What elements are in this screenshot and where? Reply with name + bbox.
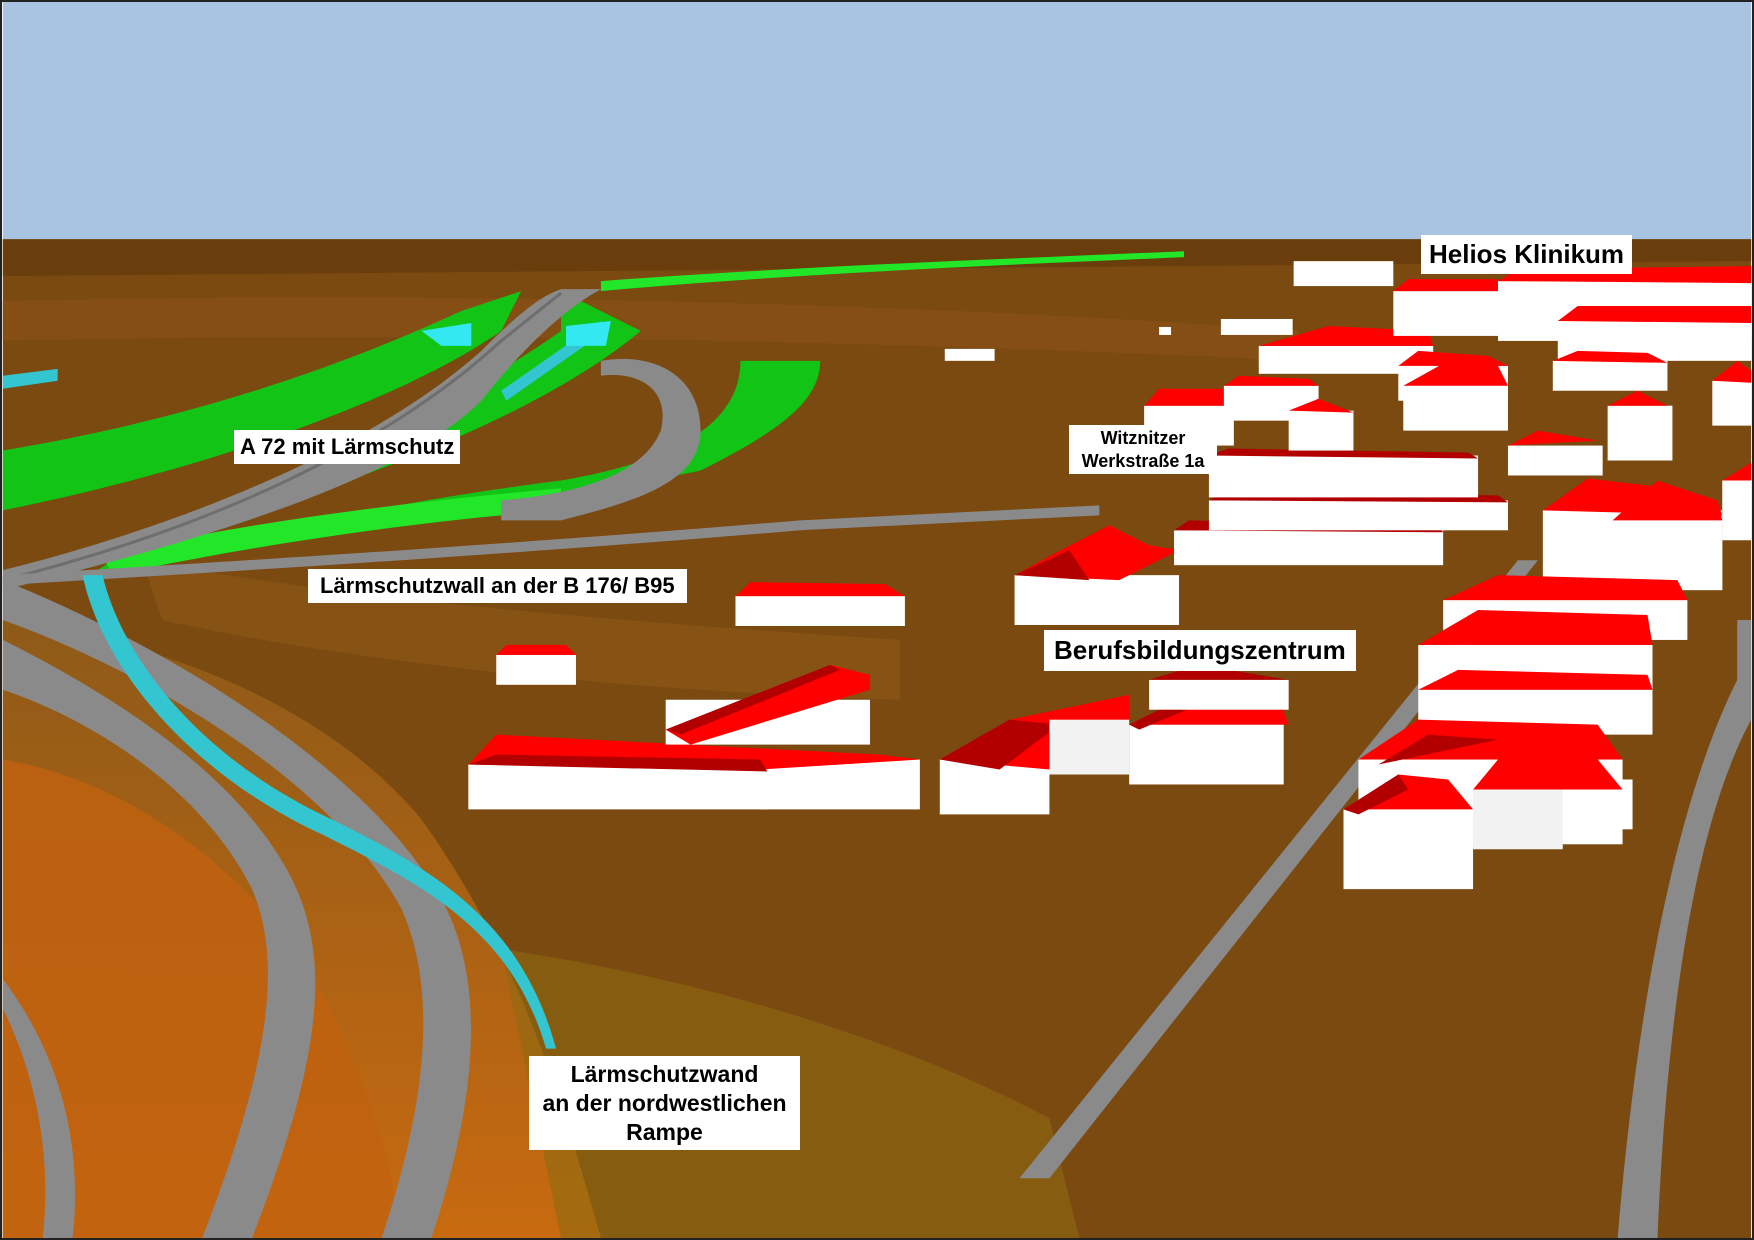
- a72-embankment-left: [2, 291, 522, 511]
- noise-wall-marker-2: [566, 320, 611, 346]
- road-diagonal: [1019, 560, 1538, 1179]
- noise-wall-marker-1: [421, 322, 472, 346]
- buildings: [468, 261, 1752, 890]
- label-helios-klinikum: Helios Klinikum: [1421, 235, 1633, 274]
- b176-road: [2, 505, 1100, 586]
- ramp-road: [501, 358, 701, 521]
- label-berufsbildungszentrum: Berufsbildungszentrum: [1044, 630, 1356, 671]
- green-strip-far: [600, 251, 1185, 292]
- label-laermschutzwand-rampe: Lärmschutzwand an der nordwestlichen Ram…: [529, 1056, 800, 1151]
- road-west-1: [2, 639, 316, 1238]
- terrain-band-orange-2: [2, 759, 402, 1238]
- label-laermschutzwall-b176: Lärmschutzwall an der B 176/ B95: [308, 569, 687, 603]
- noise-wall-left-small: [2, 368, 58, 389]
- label-witznitzer-line2: Werkstraße 1a: [1081, 450, 1205, 471]
- label-rampe-line1: Lärmschutzwand: [570, 1061, 759, 1087]
- road-east: [1617, 620, 1752, 1238]
- road-west-3: [2, 978, 76, 1238]
- label-rampe-line2: an der nordwestlichen: [542, 1089, 787, 1116]
- a72-road: [2, 289, 601, 591]
- sky: [2, 2, 1752, 242]
- horizon-band: [2, 239, 1752, 277]
- a72-road-marking: [2, 291, 562, 582]
- label-rampe-line3: Rampe: [626, 1118, 703, 1145]
- label-a72: A 72 mit Lärmschutz: [234, 430, 461, 464]
- terrain-band-upper: [2, 297, 1299, 361]
- label-witznitzer-line1: Witznitzer: [1100, 428, 1186, 448]
- a72-embankment-right: [62, 291, 641, 576]
- label-witznitzer: Witznitzer Werkstraße 1a: [1069, 425, 1217, 474]
- road-west-2: [2, 580, 471, 1238]
- b176-embankment-bright: [102, 488, 562, 576]
